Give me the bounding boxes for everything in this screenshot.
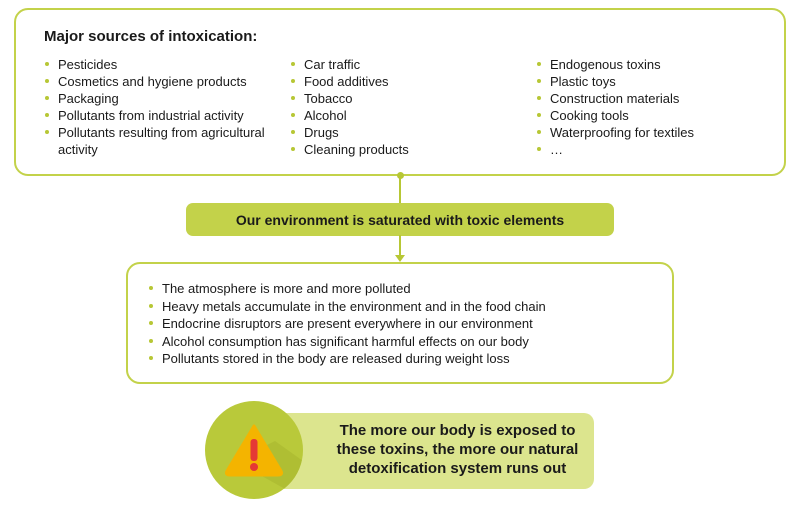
list-item: Waterproofing for textiles [536, 124, 766, 141]
sources-column-1: Pesticides Cosmetics and hygiene product… [44, 56, 274, 158]
list-item: Food additives [290, 73, 510, 90]
list-item: Endocrine disruptors are present everywh… [148, 315, 658, 333]
environment-banner: Our environment is saturated with toxic … [186, 203, 614, 236]
list-item: Cleaning products [290, 141, 510, 158]
effects-list: The atmosphere is more and more polluted… [148, 280, 658, 368]
list-item: The atmosphere is more and more polluted [148, 280, 658, 298]
list-item: Pollutants resulting from agricultural a… [44, 124, 274, 158]
warning-circle [205, 401, 303, 499]
list-item: Endogenous toxins [536, 56, 766, 73]
list-item: Alcohol [290, 107, 510, 124]
banner-text: Our environment is saturated with toxic … [235, 211, 565, 228]
connector-line-bottom [399, 235, 401, 257]
list-item: … [536, 141, 766, 158]
warning-text: The more our body is exposed to these to… [336, 422, 579, 477]
list-item: Packaging [44, 90, 274, 107]
list-item: Pollutants from industrial activity [44, 107, 274, 124]
list-item: Tobacco [290, 90, 510, 107]
list-item: Alcohol consumption has significant harm… [148, 333, 658, 351]
list-item: Construction materials [536, 90, 766, 107]
list-item: Pesticides [44, 56, 274, 73]
effects-box: The atmosphere is more and more polluted… [126, 262, 674, 384]
list-item: Pollutants stored in the body are releas… [148, 350, 658, 368]
list-item: Plastic toys [536, 73, 766, 90]
list-item: Drugs [290, 124, 510, 141]
warning-panel: The more our body is exposed to these to… [250, 413, 594, 489]
sources-box: Major sources of intoxication: Pesticide… [14, 8, 786, 176]
warning-triangle-icon [224, 424, 303, 499]
list-item: Car traffic [290, 56, 510, 73]
sources-column-2: Car traffic Food additives Tobacco Alcoh… [290, 56, 510, 158]
list-item: Cooking tools [536, 107, 766, 124]
sources-title: Major sources of intoxication: [44, 28, 258, 45]
connector-dot [396, 172, 404, 179]
list-item: Heavy metals accumulate in the environme… [148, 298, 658, 316]
arrow-down-icon [395, 255, 405, 262]
connector-line-top [399, 176, 401, 206]
list-item: Cosmetics and hygiene products [44, 73, 274, 90]
sources-column-3: Endogenous toxins Plastic toys Construct… [536, 56, 766, 158]
